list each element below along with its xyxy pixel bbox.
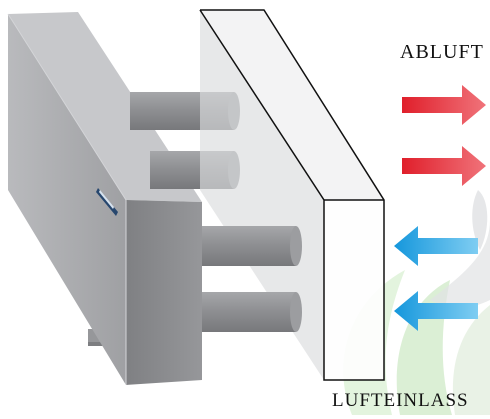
air-handling-unit (7, 12, 202, 385)
duct-pipes-front (202, 226, 302, 332)
arrow-right-icon (402, 146, 486, 186)
intake-pipe-upper (202, 226, 302, 266)
intake-arrows (394, 226, 478, 331)
air-intake-label: LUFTEINLASS (332, 390, 469, 411)
exhaust-air-label: ABLUFT (400, 41, 484, 63)
arrow-right-icon (402, 85, 486, 125)
exhaust-arrows (402, 85, 486, 186)
intake-pipe-lower (202, 292, 302, 332)
arrow-left-icon (394, 291, 478, 331)
wall-panel (199, 9, 385, 381)
arrow-left-icon (394, 226, 478, 266)
